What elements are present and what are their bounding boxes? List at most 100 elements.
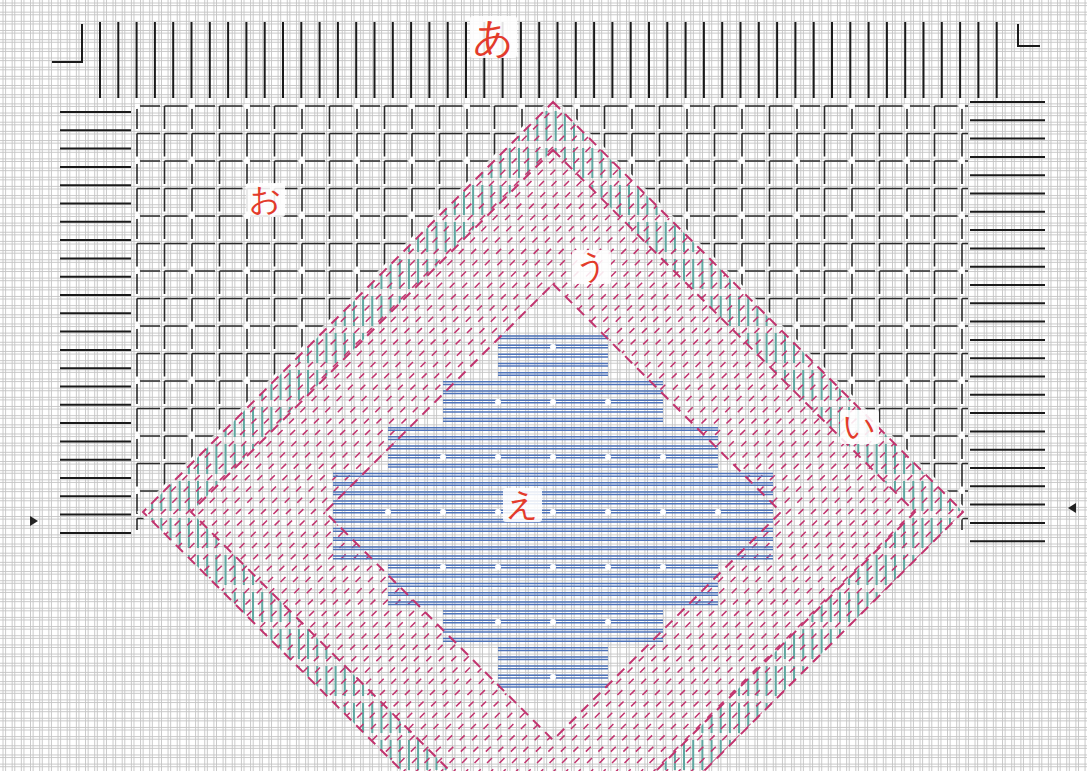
hole-dot — [574, 213, 580, 219]
hole-dot — [605, 509, 611, 515]
mesh-line — [0, 629, 1087, 630]
diagonal-stitch — [275, 0, 1087, 771]
hole-dot — [189, 433, 195, 439]
diagonal-stitch — [0, 0, 588, 771]
mesh-line — [0, 278, 1087, 279]
diagonal-stitch — [0, 0, 938, 771]
vertical-stitch — [886, 22, 888, 98]
diagonal-stitch — [0, 0, 650, 771]
diagonal-stitch — [813, 0, 1087, 771]
horizontal-stitch — [970, 522, 1045, 524]
vertical-stitch — [410, 22, 412, 98]
hole-dot — [684, 378, 690, 384]
diagonal-stitch — [250, 0, 1087, 771]
hole-dot — [959, 323, 965, 329]
horizontal-stitch — [60, 221, 131, 223]
teal-stitch — [215, 0, 217, 771]
hole-dot — [299, 213, 305, 219]
mesh-line — [0, 177, 1087, 178]
mesh-line — [0, 161, 1087, 162]
hole-dot — [660, 454, 666, 460]
teal-stitch — [298, 0, 300, 771]
hole-dot — [794, 158, 800, 164]
mesh-line — [0, 21, 1087, 22]
region-label: あ — [470, 16, 517, 58]
mesh-line — [0, 369, 1087, 370]
teal-stitch — [573, 0, 575, 771]
mesh-line — [0, 638, 1087, 639]
teal-stitch — [142, 0, 144, 771]
mesh-line — [0, 647, 1087, 648]
diamond-outline — [191, 150, 915, 771]
mesh-line — [0, 296, 1087, 297]
diagonal-stitch — [0, 0, 438, 771]
blue-stitch — [388, 585, 718, 587]
blue-stitch — [333, 558, 773, 560]
diagonal-stitch — [450, 0, 1087, 771]
diagonal-stitch — [0, 0, 638, 771]
mesh-line — [0, 253, 1087, 254]
hole-dot — [550, 509, 556, 515]
mesh-line — [0, 739, 1087, 740]
horizontal-stitch — [60, 477, 131, 479]
vertical-stitch — [831, 22, 833, 98]
blue-stitch — [333, 503, 773, 505]
teal-stitch — [921, 0, 923, 771]
blue-stitch — [388, 601, 718, 603]
teal-stitch — [399, 0, 401, 771]
vertical-stitch — [191, 22, 193, 98]
horizontal-stitch — [970, 412, 1045, 414]
diagonal-stitch — [1050, 0, 1087, 771]
diagonal-stitch — [675, 0, 1087, 771]
hole-dot — [629, 433, 635, 439]
hole-dot — [849, 103, 855, 109]
mesh-line — [0, 537, 1087, 538]
diagonal-stitch — [0, 0, 750, 771]
mesh-line — [0, 149, 1087, 150]
hole-dot — [715, 509, 721, 515]
hole-dot — [299, 158, 305, 164]
mesh-line — [0, 546, 1087, 547]
teal-stitch — [848, 0, 850, 771]
mesh-line — [0, 516, 1087, 517]
hole-dot — [574, 378, 580, 384]
blue-stitch — [388, 583, 718, 585]
hole-dot — [739, 213, 745, 219]
diagonal-stitch — [0, 0, 263, 771]
teal-stitch — [197, 0, 199, 771]
hole-dot — [739, 268, 745, 274]
hole-dot — [440, 564, 446, 570]
diagonal-stitch — [0, 0, 700, 771]
mesh-line — [0, 436, 1087, 437]
mesh-line — [0, 684, 1087, 685]
hole-dot — [354, 213, 360, 219]
diagonal-stitch — [413, 0, 1087, 771]
hole-dot — [574, 488, 580, 494]
diagonal-stitch — [463, 0, 1087, 771]
teal-stitch — [206, 0, 208, 771]
teal-stitch — [766, 0, 768, 771]
mesh-line — [0, 464, 1087, 465]
hole-dot — [629, 158, 635, 164]
hole-dot — [354, 488, 360, 494]
blue-stitch — [388, 439, 718, 441]
horizontal-stitch — [970, 119, 1045, 121]
hole-dot — [605, 399, 611, 405]
grid-stitch — [137, 243, 968, 245]
blue-stitch — [443, 613, 663, 615]
hole-dot — [684, 323, 690, 329]
grid-stitch — [137, 325, 968, 327]
diagonal-stitch — [0, 0, 363, 771]
hole-dot — [904, 158, 910, 164]
mesh-line — [0, 179, 1087, 180]
diagonal-stitch — [0, 0, 850, 771]
teal-stitch — [912, 0, 914, 771]
mesh-line — [0, 271, 1087, 272]
blue-stitch — [388, 574, 718, 576]
region-label: え — [503, 488, 542, 522]
vertical-stitch — [941, 22, 943, 98]
diamond-outline — [325, 284, 781, 740]
vertical-stitch — [264, 22, 266, 98]
hole-dot — [299, 103, 305, 109]
mesh-line — [0, 152, 1087, 153]
